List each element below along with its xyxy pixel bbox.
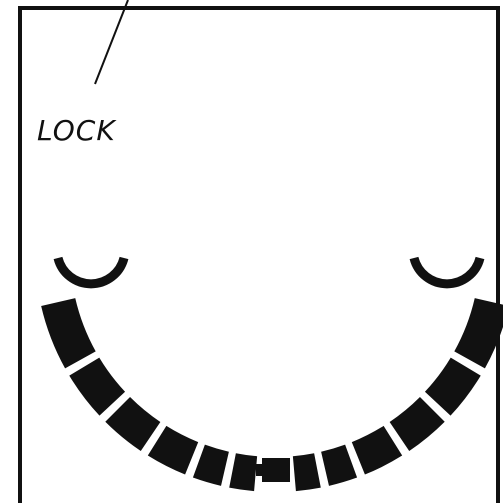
- left-eye-arc: [58, 258, 124, 284]
- lock-label: LOCK: [37, 114, 117, 147]
- smile-segment-8: [321, 445, 357, 486]
- smile-segment-9: [352, 426, 402, 475]
- smile-segment-5: [193, 445, 229, 486]
- center-marker: [256, 458, 290, 482]
- smile-segment-1: [41, 298, 96, 368]
- smile-segment-6: [229, 453, 257, 491]
- smile-segment-10: [390, 397, 445, 451]
- smile-segment-12: [454, 298, 503, 368]
- smile-segment-3: [105, 397, 160, 451]
- smile-segment-7: [293, 453, 321, 491]
- smile-segment-11: [425, 358, 481, 416]
- smile-segment-4: [148, 426, 198, 475]
- smile-segment-2: [69, 358, 125, 416]
- right-eye-arc: [414, 258, 480, 284]
- lock-leader-line: [95, 0, 128, 84]
